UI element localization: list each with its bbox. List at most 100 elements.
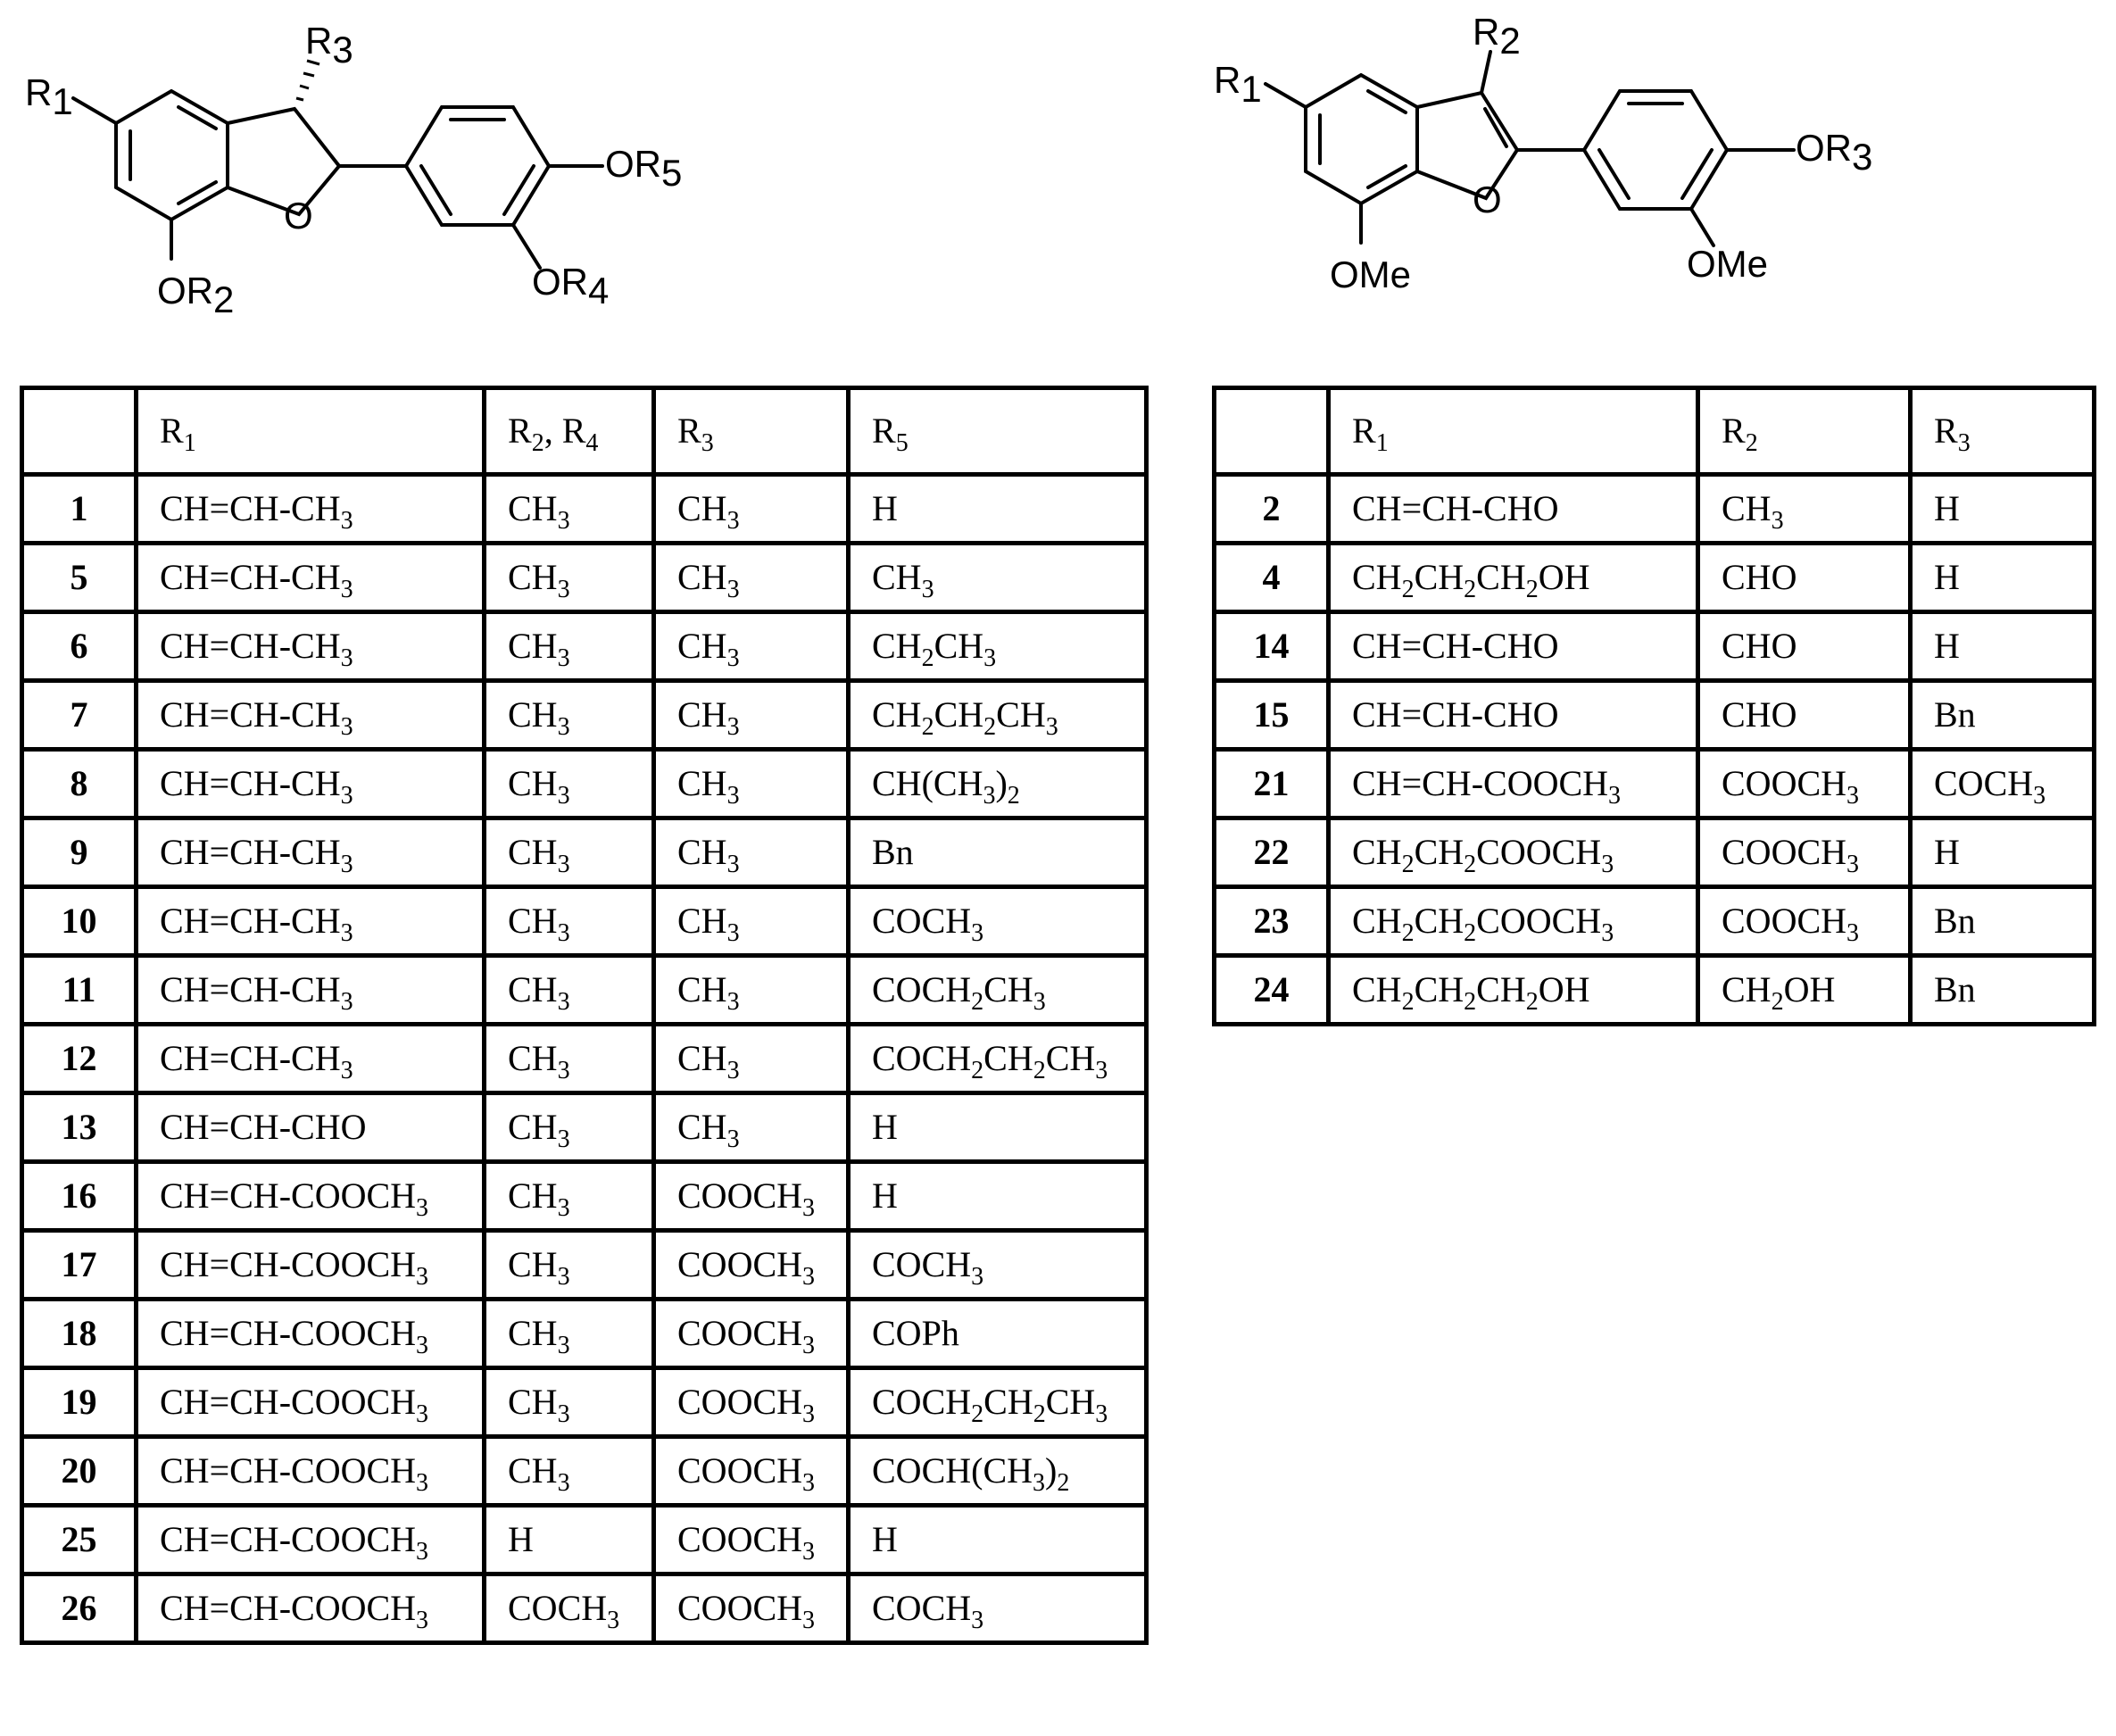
substituent-cell: CH3 bbox=[651, 747, 851, 820]
compound-number: 26 bbox=[20, 1572, 138, 1645]
substituent-cell: COOCH3 bbox=[1696, 885, 1913, 958]
substituent-cell: CH2CH2CH3 bbox=[846, 678, 1149, 752]
substituent-cell: CH=CH-COOCH3 bbox=[134, 1434, 486, 1508]
substituent-cell: H bbox=[1908, 541, 2096, 614]
substituent-cell: CH=CH-CH3 bbox=[134, 747, 486, 820]
substituent-cell: CH2CH2COOCH3 bbox=[1326, 816, 1700, 889]
left-label-or2: OR2 bbox=[157, 270, 234, 320]
substituent-cell: CH=CH-CH3 bbox=[134, 678, 486, 752]
table-header-cell bbox=[1212, 386, 1331, 477]
compound-number: 20 bbox=[20, 1434, 138, 1508]
substituent-cell: COCH2CH2CH3 bbox=[846, 1366, 1149, 1439]
right-structure-bonds bbox=[1264, 50, 1796, 247]
substituent-cell: CH2CH3 bbox=[846, 610, 1149, 683]
substituent-cell: H bbox=[1908, 472, 2096, 545]
substituent-cell: COOCH3 bbox=[651, 1366, 851, 1439]
substituent-cell: CH=CH-CH3 bbox=[134, 610, 486, 683]
right-label-ome-ring: OMe bbox=[1330, 253, 1411, 295]
compound-number: 23 bbox=[1212, 885, 1331, 958]
compound-number: 19 bbox=[20, 1366, 138, 1439]
left-label-r3: R3 bbox=[305, 20, 353, 71]
substituent-cell: H bbox=[846, 472, 1149, 545]
substituent-cell: CH=CH-CHO bbox=[1326, 472, 1700, 545]
substituent-cell: Bn bbox=[1908, 953, 2096, 1026]
substituent-cell: CH3 bbox=[482, 541, 656, 614]
compound-number: 9 bbox=[20, 816, 138, 889]
substituent-cell: H bbox=[846, 1091, 1149, 1164]
substituent-cell: CH3 bbox=[651, 1022, 851, 1095]
substituent-cell: CH3 bbox=[651, 885, 851, 958]
compound-number: 14 bbox=[1212, 610, 1331, 683]
substituent-cell: H bbox=[1908, 610, 2096, 683]
substituent-cell: CH=CH-COOCH3 bbox=[1326, 747, 1700, 820]
right-structure-diagram: R1 R2 O OMe OR3 OMe bbox=[1214, 11, 1872, 295]
substituent-cell: COOCH3 bbox=[651, 1572, 851, 1645]
compound-number: 2 bbox=[1212, 472, 1331, 545]
compound-number: 4 bbox=[1212, 541, 1331, 614]
substituent-cell: H bbox=[482, 1503, 656, 1576]
substituent-cell: CHO bbox=[1696, 541, 1913, 614]
substituent-cell: COCH3 bbox=[1908, 747, 2096, 820]
compound-number: 12 bbox=[20, 1022, 138, 1095]
table-header-cell bbox=[20, 386, 138, 477]
substituent-cell: CH3 bbox=[482, 1228, 656, 1301]
compound-number: 10 bbox=[20, 885, 138, 958]
substituent-cell: CH=CH-CH3 bbox=[134, 472, 486, 545]
left-structure-bonds bbox=[71, 88, 604, 270]
substituent-cell: CH3 bbox=[482, 1297, 656, 1370]
substituent-cell: CH=CH-CH3 bbox=[134, 953, 486, 1026]
left-structure-diagram: R1 R3 O OR2 OR5 OR4 bbox=[25, 20, 682, 320]
right-label-or3: OR3 bbox=[1796, 127, 1872, 178]
substituent-cell: CH3 bbox=[482, 472, 656, 545]
substituent-cell: CH=CH-COOCH3 bbox=[134, 1503, 486, 1576]
substituent-cell: COCH2CH3 bbox=[846, 953, 1149, 1026]
substituent-cell: COCH3 bbox=[482, 1572, 656, 1645]
substituent-cell: CH=CH-CH3 bbox=[134, 885, 486, 958]
substituent-cell: COOCH3 bbox=[651, 1297, 851, 1370]
substituent-cell: COPh bbox=[846, 1297, 1149, 1370]
left-label-or4: OR4 bbox=[532, 261, 609, 311]
substituent-cell: CH=CH-COOCH3 bbox=[134, 1228, 486, 1301]
substituent-cell: CH3 bbox=[482, 1159, 656, 1233]
right-label-o-ring: O bbox=[1473, 179, 1502, 220]
substituent-cell: Bn bbox=[1908, 678, 2096, 752]
substituent-cell: COOCH3 bbox=[651, 1228, 851, 1301]
compound-number: 11 bbox=[20, 953, 138, 1026]
substituent-cell: CH3 bbox=[482, 1091, 656, 1164]
substituent-cell: CH3 bbox=[651, 678, 851, 752]
substituent-cell: COCH3 bbox=[846, 1228, 1149, 1301]
table-header-cell: R5 bbox=[846, 386, 1149, 477]
substituent-cell: CHO bbox=[1696, 610, 1913, 683]
substituent-cell: CH=CH-COOCH3 bbox=[134, 1297, 486, 1370]
substituent-cell: CH3 bbox=[482, 610, 656, 683]
substituent-cell: CH2CH2CH2OH bbox=[1326, 541, 1700, 614]
substituent-cell: CH3 bbox=[651, 816, 851, 889]
substituent-cell: CH3 bbox=[651, 541, 851, 614]
left-label-r1: R1 bbox=[25, 71, 73, 122]
table-header-cell: R2 bbox=[1696, 386, 1913, 477]
left-label-or5: OR5 bbox=[605, 143, 682, 194]
substituent-cell: CH3 bbox=[482, 678, 656, 752]
substituent-cell: COOCH3 bbox=[1696, 747, 1913, 820]
compound-number: 6 bbox=[20, 610, 138, 683]
